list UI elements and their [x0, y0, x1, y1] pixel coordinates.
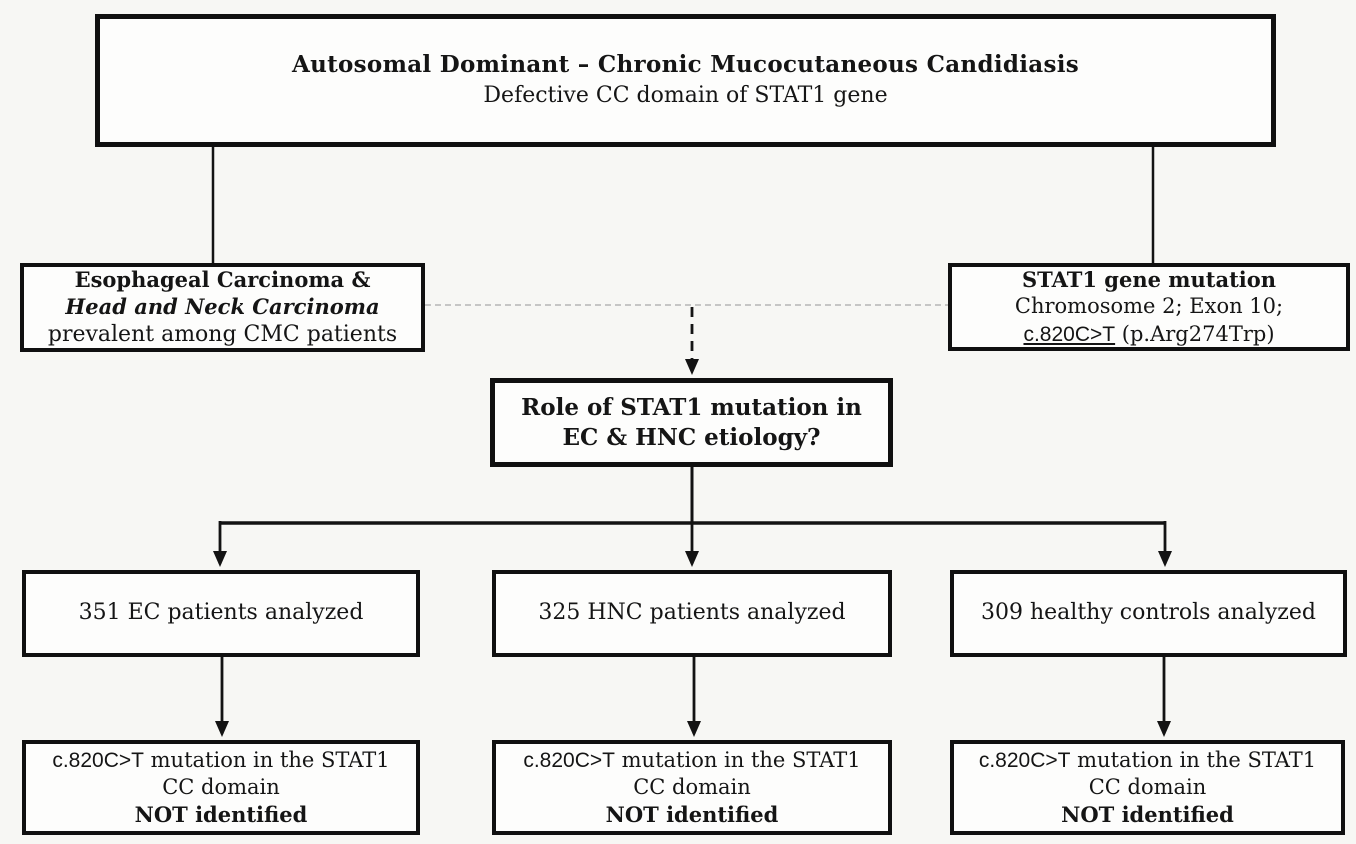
node-cohort-controls: 309 healthy controls analyzed — [950, 570, 1347, 657]
root-subtitle: Defective CC domain of STAT1 gene — [483, 83, 888, 109]
result-controls-line2: CC domain — [1088, 774, 1207, 799]
cohort-ec-label: 351 EC patients analyzed — [78, 600, 364, 626]
result-hnc-line1-rest: mutation in the STAT1 — [614, 747, 861, 772]
result-controls-variant: c.820C>T — [978, 748, 1071, 772]
node-result-hnc: c.820C>T mutation in the STAT1 CC domain… — [492, 740, 892, 835]
mutation-variant: c.820C>T — [1023, 322, 1116, 346]
result-hnc-line3: NOT identified — [605, 802, 779, 828]
result-hnc-line2: CC domain — [633, 774, 751, 799]
mutation-line3: c.820C>T (p.Arg274Trp) — [1023, 321, 1274, 348]
result-ec-line2: CC domain — [162, 774, 280, 799]
node-result-controls: c.820C>T mutation in the STAT1 CC domain… — [950, 740, 1345, 835]
result-controls-line1: c.820C>T mutation in the STAT1 — [979, 747, 1316, 774]
carcinoma-line2: Head and Neck Carcinoma — [65, 294, 380, 320]
root-title: Autosomal Dominant – Chronic Mucocutaneo… — [291, 51, 1080, 79]
result-hnc-line1: c.820C>T mutation in the STAT1 — [523, 747, 860, 774]
carcinoma-line3: prevalent among CMC patients — [47, 321, 398, 347]
result-hnc-variant: c.820C>T — [523, 748, 615, 772]
question-line2: EC & HNC etiology? — [562, 423, 821, 451]
mutation-protein: (p.Arg274Trp) — [1115, 321, 1275, 346]
mutation-line2: Chromosome 2; Exon 10; — [1014, 294, 1284, 319]
result-ec-line3: NOT identified — [134, 802, 308, 828]
result-controls-line1-rest: mutation in the STAT1 — [1070, 747, 1317, 772]
carcinoma-line1: Esophageal Carcinoma & — [74, 266, 371, 292]
result-ec-line1-rest: mutation in the STAT1 — [143, 747, 390, 772]
node-research-question: Role of STAT1 mutation in EC & HNC etiol… — [490, 378, 893, 467]
result-ec-line1: c.820C>T mutation in the STAT1 — [52, 747, 389, 774]
question-line1: Role of STAT1 mutation in — [521, 393, 862, 421]
result-ec-variant: c.820C>T — [52, 748, 144, 772]
cohort-hnc-label: 325 HNC patients analyzed — [538, 600, 846, 626]
mutation-line1: STAT1 gene mutation — [1021, 267, 1277, 293]
node-result-ec: c.820C>T mutation in the STAT1 CC domain… — [22, 740, 420, 835]
result-controls-line3: NOT identified — [1061, 802, 1234, 828]
node-cohort-ec: 351 EC patients analyzed — [22, 570, 420, 657]
node-stat1-mutation: STAT1 gene mutation Chromosome 2; Exon 1… — [948, 263, 1350, 351]
node-root-condition: Autosomal Dominant – Chronic Mucocutaneo… — [95, 14, 1276, 147]
cohort-controls-label: 309 healthy controls analyzed — [981, 600, 1316, 626]
node-cohort-hnc: 325 HNC patients analyzed — [492, 570, 892, 657]
node-carcinoma-prevalence: Esophageal Carcinoma & Head and Neck Car… — [20, 263, 425, 352]
